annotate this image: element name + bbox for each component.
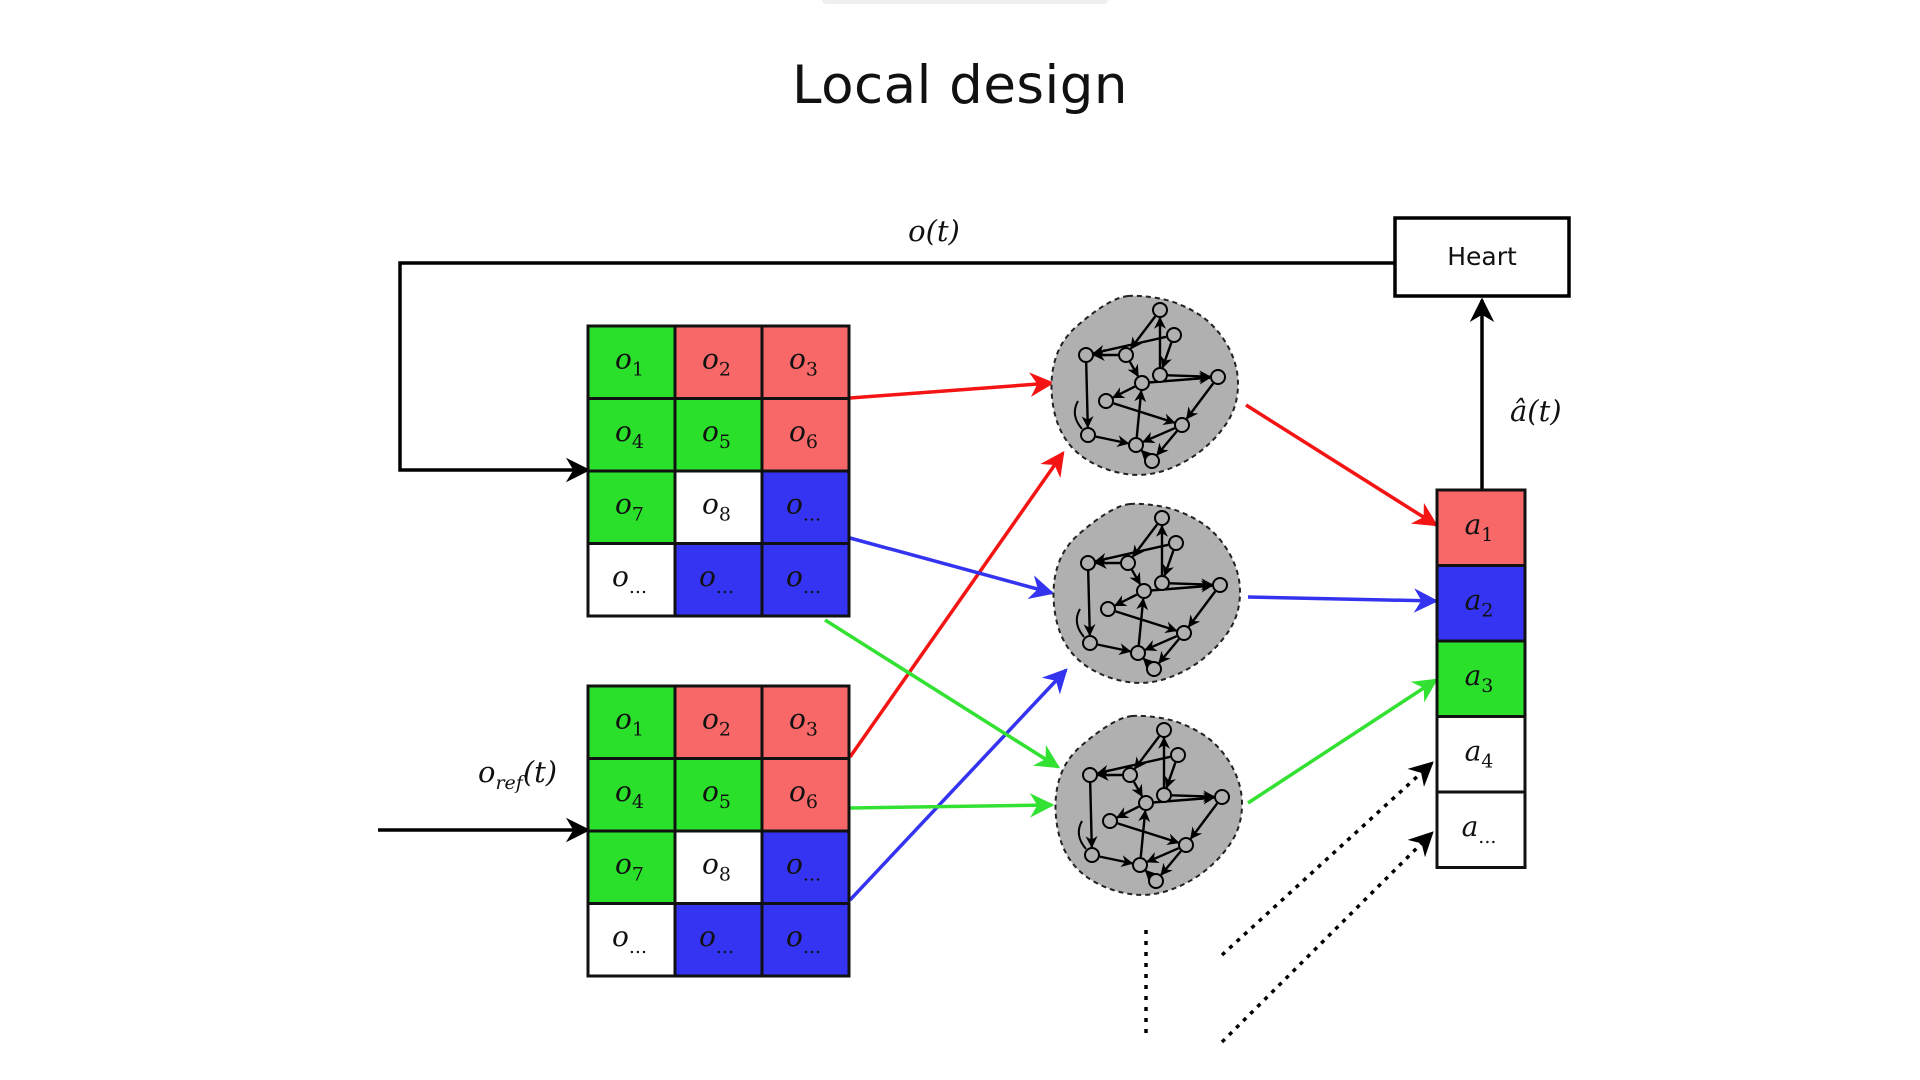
grid-cell — [760, 324, 851, 400]
output-vector: a1 a2 a3 a4 a... — [1435, 488, 1527, 869]
feedback-label: o(t) — [908, 214, 960, 248]
grid-cell — [673, 757, 764, 833]
grid-cell — [760, 757, 851, 833]
grid-cell-label: o... — [699, 560, 734, 598]
grid-cell-label: o8 — [702, 487, 731, 525]
output-cell — [1435, 790, 1527, 869]
grid-cell-label: o6 — [789, 775, 818, 813]
grid-cell-label: o... — [612, 920, 647, 958]
reservoir-network — [1050, 294, 1240, 476]
output-cell — [1435, 715, 1527, 794]
top-edge-bar — [822, 0, 1108, 4]
grid-cell — [760, 542, 851, 618]
grid-cell-label: o3 — [789, 702, 818, 740]
grid-cell-label: o... — [786, 920, 821, 958]
observation-grid-top: o1 o2 o3 o4 o5 o6 o7 o8 o... o... o... o... — [586, 324, 851, 618]
diagram-title: Local design — [791, 55, 1129, 116]
grid-cell-label: o... — [612, 560, 647, 598]
grid-cell-label: o2 — [702, 342, 731, 380]
output-cell-label: a3 — [1465, 659, 1494, 697]
grid-cell-label: o... — [786, 560, 821, 598]
grid-cell — [586, 757, 677, 833]
grid-cell-label: o5 — [702, 775, 731, 813]
grid-cell-label: o... — [699, 920, 734, 958]
grid-cell-label: o6 — [789, 415, 818, 453]
observation-grid-bottom: o1 o2 o3 o4 o5 o6 o7 o8 o... o... o... o... — [586, 684, 851, 978]
output-cell — [1435, 639, 1527, 718]
grid-cell — [586, 542, 677, 618]
reference-label: oref(t) — [478, 755, 557, 794]
heart-label: Heart — [1447, 242, 1517, 271]
output-cell — [1435, 488, 1527, 567]
grid-cell-label: o5 — [702, 415, 731, 453]
grid-cell — [760, 469, 851, 545]
grid-cell-label: o... — [786, 847, 821, 885]
grid-cell-label: o1 — [615, 342, 644, 380]
grid-cell — [760, 397, 851, 473]
grid-cell — [586, 829, 677, 905]
grid-cell — [673, 542, 764, 618]
output-cell-label: a... — [1462, 810, 1497, 848]
continuation-dots — [1144, 761, 1434, 1044]
heart-box: Heart — [1393, 216, 1571, 298]
grid-cell-label: o7 — [615, 847, 644, 885]
grid-cell — [673, 397, 764, 473]
grid-cell-label: o... — [786, 487, 821, 525]
grid-cell — [586, 469, 677, 545]
grid-cell — [673, 902, 764, 978]
connection-arrows — [824, 372, 1439, 902]
grid-cell — [760, 829, 851, 905]
reservoir-group — [1050, 294, 1244, 896]
output-cell-label: a1 — [1465, 508, 1494, 546]
grid-cell-label: o4 — [615, 415, 644, 453]
grid-cell — [760, 684, 851, 760]
grid-cell — [760, 902, 851, 978]
grid-cell-label: o4 — [615, 775, 644, 813]
feedback-line — [398, 261, 1395, 483]
grid-cell-label: o2 — [702, 702, 731, 740]
grid-cell-label: o1 — [615, 702, 644, 740]
grid-cell — [673, 829, 764, 905]
grid-cell-label: o7 — [615, 487, 644, 525]
grid-cell — [673, 324, 764, 400]
reservoir-network — [1052, 502, 1242, 684]
grid-cell-label: o8 — [702, 847, 731, 885]
reservoir-network — [1054, 714, 1244, 896]
output-cell-label: a2 — [1465, 583, 1494, 621]
output-cell-label: a4 — [1465, 734, 1494, 772]
grid-cell-label: o3 — [789, 342, 818, 380]
estimate-label: â(t) — [1510, 394, 1562, 428]
